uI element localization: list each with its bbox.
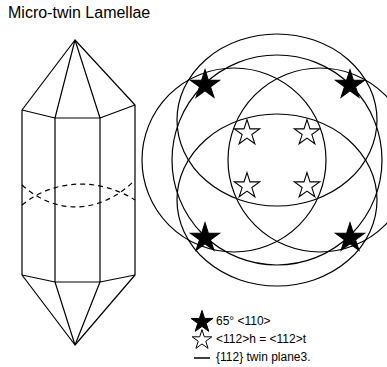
open-star bbox=[294, 173, 319, 197]
twin-plane-circle bbox=[177, 34, 377, 206]
legend-text: <112>h = <112>t bbox=[214, 332, 308, 346]
crystal-drawing bbox=[22, 40, 135, 345]
primitive-circle bbox=[172, 55, 382, 265]
filled-star bbox=[336, 223, 365, 251]
legend-star-sample bbox=[192, 330, 212, 349]
twin-plane-circle bbox=[228, 68, 387, 252]
open-star bbox=[294, 120, 319, 144]
legend-text: 65° <110> bbox=[214, 314, 273, 328]
crystal-outline bbox=[22, 40, 135, 345]
open-star bbox=[234, 173, 259, 197]
stereonet bbox=[142, 34, 387, 286]
filled-star bbox=[191, 70, 220, 98]
title: Micro-twin Lamellae bbox=[8, 4, 150, 22]
legend-text: {112} twin plane3. bbox=[214, 350, 313, 364]
crystal-prism-edges bbox=[22, 118, 135, 345]
twin-plane-circle bbox=[142, 68, 326, 252]
filled-star bbox=[191, 223, 220, 251]
legend-line-sample bbox=[194, 357, 210, 359]
twin-lamellae bbox=[22, 180, 135, 207]
twin-plane-circle bbox=[177, 114, 377, 286]
open-star bbox=[234, 120, 259, 144]
filled-star bbox=[336, 70, 365, 98]
crystal-top-faces bbox=[22, 40, 135, 118]
